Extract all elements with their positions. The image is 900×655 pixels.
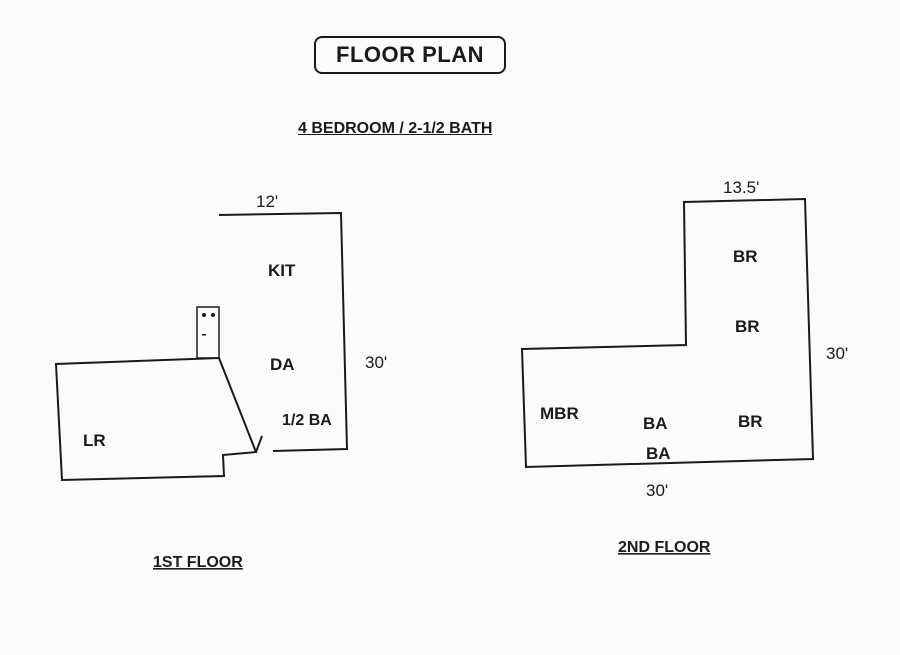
second-floor-length-dim: 30'	[826, 344, 848, 363]
second-floor-width-dim: 13.5'	[723, 178, 759, 197]
room-label-bath-2: BA	[646, 444, 671, 463]
plan-subtitle: 4 BEDROOM / 2-1/2 BATH	[298, 120, 493, 137]
closet-marks	[202, 313, 215, 336]
page-title: FLOOR PLAN	[314, 36, 506, 74]
second-floor-bottom-dim: 30'	[646, 481, 668, 500]
room-label-bedroom-3: BR	[738, 412, 763, 431]
first-floor-closet	[196, 306, 220, 359]
room-label-master-bedroom: MBR	[540, 404, 579, 423]
room-label-kitchen: KIT	[268, 261, 296, 280]
room-label-living: LR	[83, 431, 106, 450]
first-floor-width-dim: 12'	[256, 192, 278, 211]
room-label-bedroom-1: BR	[733, 247, 758, 266]
first-floor-length-dim: 30'	[365, 353, 387, 372]
room-label-half-bath: 1/2 BA	[282, 412, 332, 429]
first-floor-label: 1ST FLOOR	[153, 554, 243, 571]
first-floor-door	[255, 435, 263, 453]
room-label-dining: DA	[270, 355, 295, 374]
room-label-bedroom-2: BR	[735, 317, 760, 336]
room-label-bath-1: BA	[643, 414, 668, 433]
second-floor-outline	[520, 197, 815, 469]
second-floor-label: 2ND FLOOR	[618, 539, 711, 556]
